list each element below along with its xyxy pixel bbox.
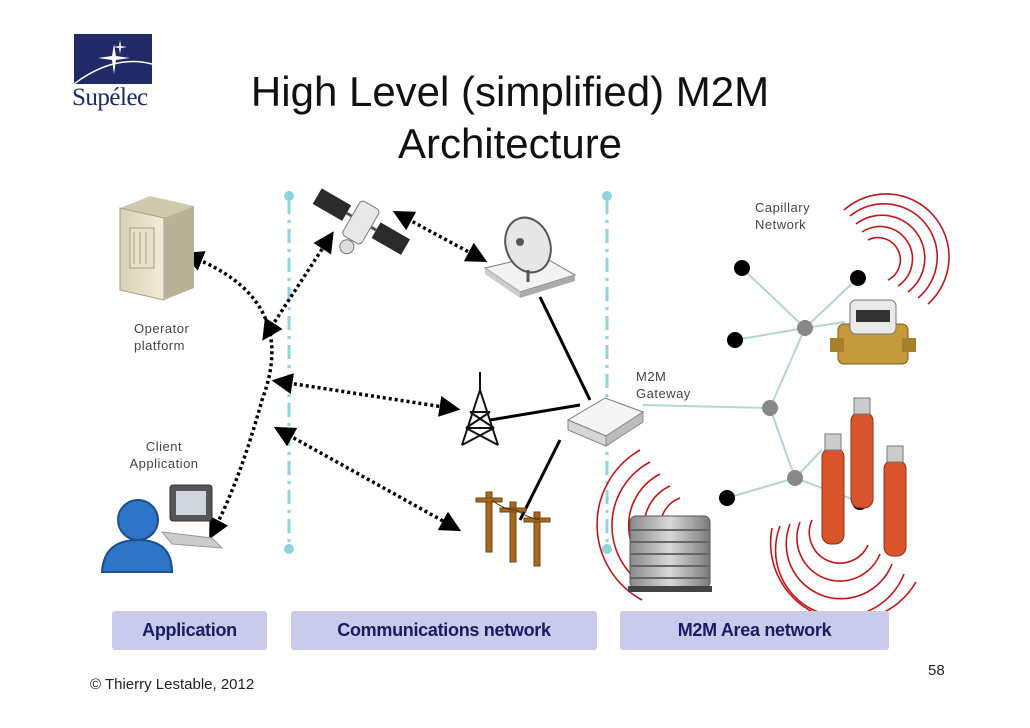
link-operator-client — [182, 251, 274, 540]
section-application: Application — [112, 611, 267, 650]
capillary-nodes — [719, 260, 868, 510]
link-cellular — [271, 373, 461, 417]
section-dividers — [284, 191, 612, 554]
water-meter-icon — [830, 299, 916, 365]
section-m2m-area-network: M2M Area network — [620, 611, 889, 650]
node-gray-3 — [787, 470, 803, 486]
page-number: 58 — [928, 662, 945, 679]
link-satellite-left — [262, 231, 334, 341]
page-title: High Level (simplified) M2M Architecture — [200, 66, 820, 170]
logo-emblem — [74, 34, 152, 84]
link-wired — [273, 426, 462, 532]
dotted-links — [182, 211, 488, 540]
divider-right — [602, 191, 612, 554]
divider-left — [284, 191, 294, 554]
gas-cylinders-icon — [821, 397, 907, 557]
node-black-1 — [734, 260, 750, 276]
operator-platform-label: Operator platform — [134, 321, 190, 353]
client-user-icon — [100, 484, 224, 573]
capillary-links — [642, 267, 861, 503]
title-line-1: High Level (simplified) M2M — [250, 68, 770, 115]
section-communications-network: Communications network — [291, 611, 597, 650]
node-gray-1 — [797, 320, 813, 336]
cell-tower-icon — [461, 372, 499, 446]
radio-waves-top-right — [843, 193, 950, 305]
node-black-3 — [727, 332, 743, 348]
server-icon — [119, 196, 194, 301]
logo-text: Supélec — [72, 84, 148, 111]
utility-poles-icon — [475, 491, 551, 567]
node-black-2 — [850, 270, 866, 286]
satellite-dish-icon — [483, 216, 577, 298]
concentrator-device-icon — [628, 515, 712, 592]
copyright-footer: © Thierry Lestable, 2012 — [90, 676, 255, 693]
capillary-network-label: Capillary Network — [755, 200, 811, 232]
node-black-4 — [719, 490, 735, 506]
m2m-gateway-label: M2M Gateway — [636, 369, 691, 401]
node-gray-2 — [762, 400, 778, 416]
link-satellite-dish — [392, 211, 488, 262]
gateway-links — [489, 296, 592, 521]
m2m-gateway-icon — [566, 397, 645, 447]
supelec-logo: Supélec — [72, 34, 154, 111]
title-line-2: Architecture — [397, 120, 623, 167]
satellite-icon — [312, 188, 411, 255]
client-application-label: Client Application — [129, 439, 199, 471]
